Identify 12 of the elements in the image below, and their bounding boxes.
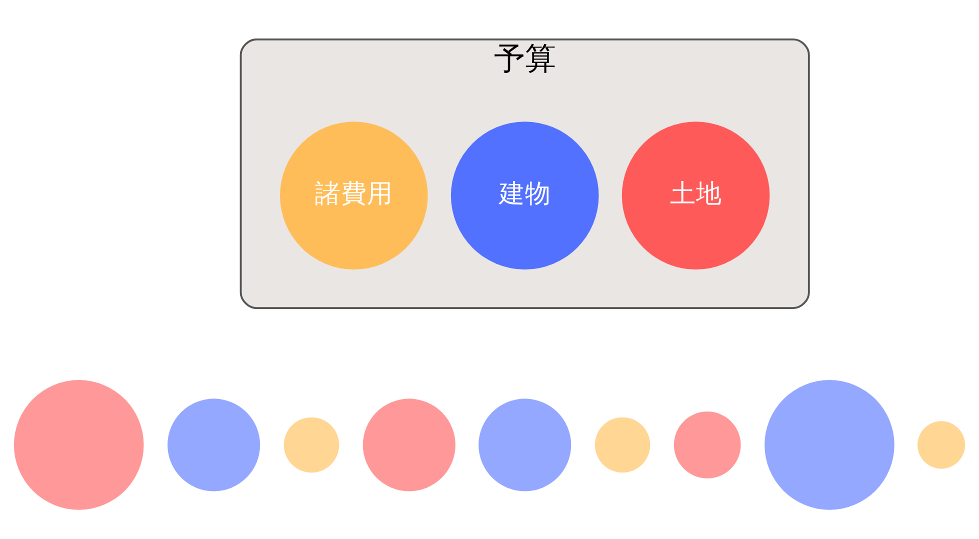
node-circle: 諸費用 [280,122,428,270]
node-circle: 土地 [622,122,770,270]
node-circle [594,417,650,473]
node-circle [674,412,741,478]
node-circle [764,380,894,510]
node-circle [918,421,966,469]
node-circle: 建物 [450,122,599,270]
node-circle [14,380,144,510]
node-circle [478,398,572,492]
node-circle [362,398,456,492]
node-circle [284,417,340,473]
node-circle [168,398,260,492]
